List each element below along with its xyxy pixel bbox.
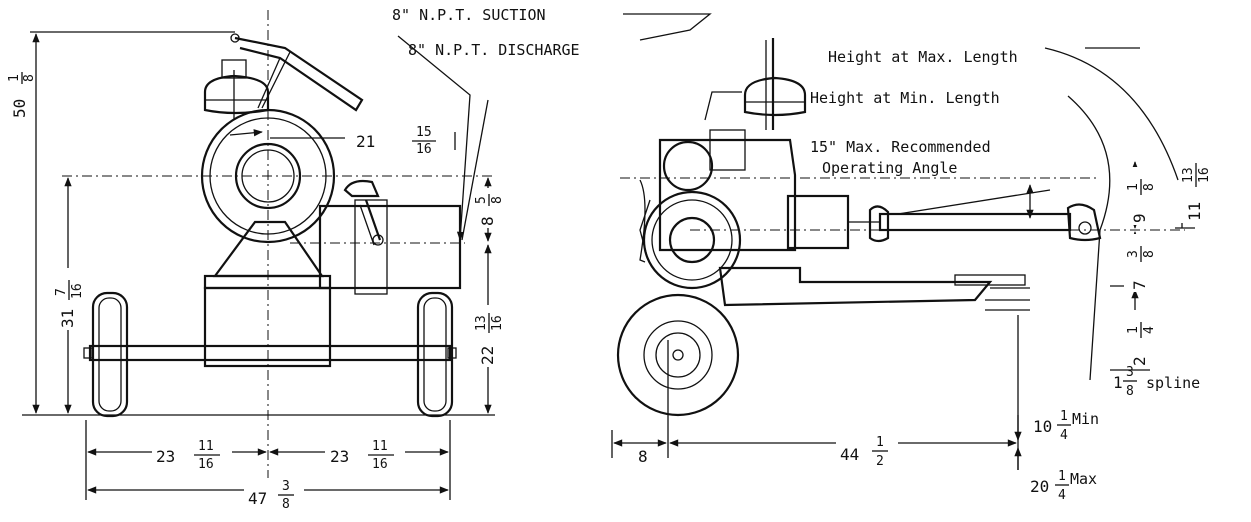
svg-text:23: 23 [156,447,175,466]
svg-text:8: 8 [1126,384,1134,399]
svg-text:3: 3 [1126,250,1141,258]
svg-text:23: 23 [330,447,349,466]
svg-text:1: 1 [7,74,22,82]
label-hitch: 2 1 4 [1124,310,1157,368]
side-suction-port [642,190,742,290]
height-max-arc [1044,47,1179,181]
label-mid-height: 31 7 16 [54,268,85,330]
svg-text:20: 20 [1030,477,1049,496]
label-half-width-left: 23 11 16 [152,439,232,472]
callout-leader-discharge [397,35,471,241]
svg-text:2: 2 [1130,356,1149,366]
discharge-callout: 8" N.P.T. DISCHARGE [408,41,580,59]
suction-callout: 8" N.P.T. SUCTION [392,6,546,24]
svg-text:1: 1 [876,435,884,450]
height-max-callout: Height at Max. Length [828,48,1018,66]
label-overall-height: 50 1 8 [7,52,37,122]
driveshaft [868,189,1102,243]
svg-text:spline: spline [1146,374,1200,392]
svg-text:3: 3 [1126,365,1134,380]
side-frame [718,266,1030,311]
pedestal [203,220,332,368]
label-side-offset: 8 5 8 [474,188,505,228]
svg-text:7: 7 [1130,280,1149,290]
svg-text:1: 1 [1113,373,1123,392]
angle-callout-line1: 15" Max. Recommended [810,138,991,156]
svg-text:22: 22 [478,346,497,365]
svg-text:8: 8 [1142,250,1157,258]
label-shaft-b: 7 3 8 [1124,234,1157,292]
label-half-width-right: 23 11 16 [325,439,405,472]
svg-text:16: 16 [416,142,432,157]
svg-text:9: 9 [1130,213,1149,223]
handle-arm [230,33,364,112]
svg-text:15: 15 [416,125,432,140]
svg-text:16: 16 [70,283,85,299]
svg-text:11: 11 [372,439,388,454]
side-wheel [616,293,740,417]
svg-text:4: 4 [1060,428,1068,443]
height-min-arc [1067,95,1111,381]
svg-text:16: 16 [490,315,505,331]
svg-text:1: 1 [1058,469,1066,484]
svg-text:16: 16 [372,457,388,472]
svg-text:7: 7 [54,288,69,296]
svg-text:4: 4 [1058,488,1066,503]
svg-text:Max: Max [1070,470,1097,488]
angle-callout-line2: Operating Angle [822,159,957,177]
svg-text:1: 1 [1126,183,1141,191]
svg-text:10: 10 [1033,417,1052,436]
svg-text:1: 1 [1060,409,1068,424]
label-height-max-val: 11 13 16 [1179,149,1212,223]
svg-text:3: 3 [282,479,290,494]
side-view [611,38,1195,470]
label-axle-height: 22 13 16 [472,305,505,367]
svg-text:4: 4 [1142,326,1157,334]
height-min-callout: Height at Min. Length [810,89,1000,107]
svg-text:44: 44 [840,445,859,464]
svg-text:8: 8 [282,497,290,512]
svg-text:8: 8 [478,216,497,226]
front-view: 50 1 8 31 7 16 22 13 16 8 5 8 21 [7,10,712,512]
axle [83,344,457,362]
svg-text:13: 13 [1181,167,1196,183]
primer-chamber [203,59,270,120]
label-max-length: 20 1 4 Max [1030,469,1097,503]
label-rear-offset: 8 [638,447,648,466]
svg-text:11: 11 [1185,202,1204,221]
svg-text:8: 8 [22,74,37,82]
label-min-length: 10 1 4 Min [1033,409,1099,443]
svg-text:47: 47 [248,489,267,508]
svg-text:16: 16 [198,457,214,472]
svg-text:Min: Min [1072,410,1099,428]
label-top-offset: 21 15 16 [350,124,450,157]
svg-text:31: 31 [58,309,77,328]
svg-text:5: 5 [474,196,489,204]
pump-casing [200,108,336,244]
svg-text:2: 2 [876,454,884,469]
svg-text:16: 16 [1197,167,1212,183]
callout-leader-suction [461,13,712,241]
label-shaft-a: 9 1 8 [1124,167,1157,225]
svg-text:1: 1 [1126,326,1141,334]
svg-text:8: 8 [1142,183,1157,191]
svg-text:21: 21 [356,132,375,151]
svg-text:13: 13 [474,315,489,331]
svg-text:11: 11 [198,439,214,454]
left-wheel [91,291,129,418]
right-wheel [416,291,454,418]
svg-text:8: 8 [490,196,505,204]
label-spline: 1 3 8 spline [1113,365,1200,399]
label-overall-width: 47 3 8 [244,478,304,512]
side-handle [704,38,807,130]
discharge-body [318,179,462,295]
label-length: 44 1 2 [836,432,898,469]
svg-text:50: 50 [10,99,29,118]
